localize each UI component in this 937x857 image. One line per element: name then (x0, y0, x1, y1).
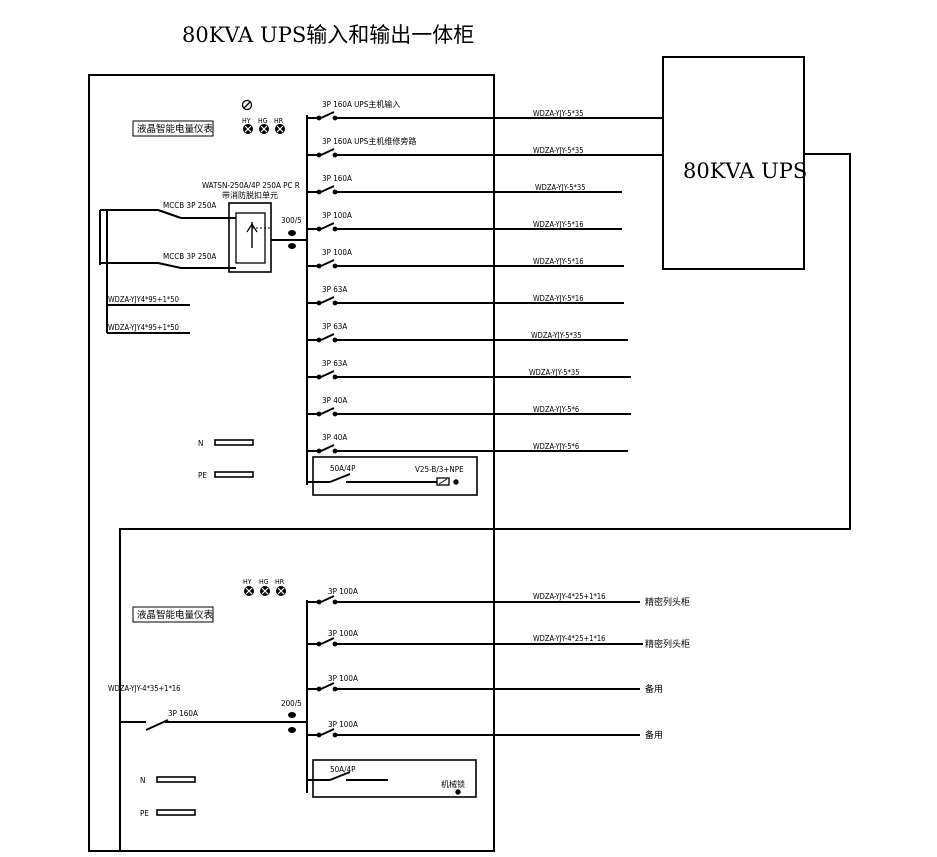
bottom-spd (307, 759, 477, 798)
bottom-ct (288, 712, 296, 733)
bottom-meter: 液晶智能电量仪表 (132, 606, 214, 623)
input-cable-2-label: WDZA-YJY4*95+1*50 (108, 323, 179, 332)
top-circuit-6: 3P 63A WDZA-YJY-5*16 (307, 285, 624, 306)
bottom-circuit-breaker-label: 3P 100A (328, 587, 358, 596)
top-lamp-hg: HG (258, 117, 268, 125)
bottom-lamp-hg: HG (259, 578, 269, 586)
top-circuit-breaker-label: 3P 100A (322, 211, 352, 220)
bottom-lamp-hy: HY (243, 578, 252, 586)
top-circuit-breaker-label: 3P 63A (322, 359, 347, 368)
top-circuit-cable-label: WDZA-YJY-5*6 (533, 442, 579, 451)
ats-label: WATSN-250A/4P 250A PC R (202, 181, 300, 190)
top-meter-label: 液晶智能电量仪表 (137, 123, 214, 135)
top-spd-label: V25-B/3+NPE (415, 465, 464, 474)
top-ct (288, 230, 296, 249)
top-circuit-breaker-label: 3P 40A (322, 433, 347, 442)
bottom-circuit-breaker-label: 3P 100A (328, 720, 358, 729)
top-circuit-breaker-label: 3P 63A (322, 322, 347, 331)
bottom-meter-label: 液晶智能电量仪表 (137, 609, 214, 621)
top-n-label: N (198, 439, 203, 448)
bottom-circuit-1: 3P 100A WDZA-YJY-4*25+1*16 精密列头柜 (307, 587, 690, 608)
top-circuit-breaker-label: 3P 63A (322, 285, 347, 294)
top-circuit-cable-label: WDZA-YJY-5*35 (531, 331, 582, 340)
top-circuit-10: 3P 40A WDZA-YJY-5*6 (307, 433, 628, 454)
top-circuit-cable-label: WDZA-YJY-5*35 (529, 368, 580, 377)
top-circuit-1: 3P 160A UPS主机输入 WDZA-YJY-5*35 (307, 99, 663, 121)
top-circuit-cable-label: WDZA-YJY-5*16 (533, 294, 584, 303)
top-circuit-9: 3P 40A WDZA-YJY-5*6 (307, 396, 631, 417)
bottom-circuit-destination: 精密列头柜 (645, 596, 690, 608)
bottom-circuit-destination: 备用 (645, 683, 663, 695)
bottom-circuit-3: 3P 100A 备用 (307, 674, 663, 695)
mccb-2-label: MCCB 3P 250A (163, 252, 216, 261)
bottom-ct-label: 200/5 (281, 699, 302, 708)
bottom-circuit-breaker-label: 3P 100A (328, 674, 358, 683)
diagram-title: 80KVA UPS输入和输出一体柜 (182, 23, 474, 47)
top-circuit-cable-label: WDZA-YJY-5*35 (533, 146, 584, 155)
top-circuit-cable-label: WDZA-YJY-5*16 (533, 220, 584, 229)
top-circuit-3: 3P 160A WDZA-YJY-5*35 (307, 174, 622, 195)
bottom-circuit-4: 3P 100A 备用 (307, 720, 663, 741)
bottom-circuit-destination: 备用 (645, 729, 663, 741)
top-spd (307, 456, 478, 496)
top-circuit-7: 3P 63A WDZA-YJY-5*35 (307, 322, 628, 343)
bottom-circuit-2: 3P 100A WDZA-YJY-4*25+1*16 精密列头柜 (307, 629, 690, 650)
top-circuit-breaker-label: 3P 100A (322, 248, 352, 257)
top-circuit-cable-label: WDZA-YJY-5*16 (533, 257, 584, 266)
top-circuit-4: 3P 100A WDZA-YJY-5*16 (307, 211, 622, 232)
top-lamp-hr: HR (274, 117, 284, 125)
top-pe-label: PE (198, 471, 207, 480)
top-circuit-cable-label: WDZA-YJY-5*35 (535, 183, 586, 192)
bottom-lamp-hr: HR (275, 578, 285, 586)
top-spd-breaker-label: 50A/4P (330, 464, 356, 473)
bottom-pe-label: PE (140, 809, 149, 818)
bottom-circuit-cable-label: WDZA-YJY-4*25+1*16 (533, 634, 605, 643)
bottom-circuit-cable-label: WDZA-YJY-4*25+1*16 (533, 592, 605, 601)
ups-output-cable (494, 153, 851, 530)
top-lamp-hy: HY (242, 117, 251, 125)
bottom-input-cable-label: WDZA-YJY-4*35+1*16 (108, 684, 180, 693)
top-circuit-breaker-label: 3P 160A UPS主机维修旁路 (322, 136, 416, 146)
top-ct-label: 300/5 (281, 216, 302, 225)
top-circuit-breaker-label: 3P 160A (322, 174, 352, 183)
input-cable-1-label: WDZA-YJY4*95+1*50 (108, 295, 179, 304)
top-n-pe-bars (214, 439, 254, 478)
bottom-spd-label: 机械锁 (441, 779, 465, 789)
top-meter: 液晶智能电量仪表 (132, 120, 214, 137)
top-circuit-breaker-label: 3P 160A UPS主机输入 (322, 99, 400, 109)
top-circuit-breaker-label: 3P 40A (322, 396, 347, 405)
top-input-feeders (99, 209, 236, 334)
top-circuit-8: 3P 63A WDZA-YJY-5*35 (307, 359, 631, 380)
bottom-n-pe-bars (156, 776, 196, 816)
ups-label: 80KVA UPS (683, 159, 807, 183)
bottom-circuit-breaker-label: 3P 100A (328, 629, 358, 638)
top-circuit-2: 3P 160A UPS主机维修旁路 WDZA-YJY-5*35 (307, 136, 663, 158)
bottom-main-breaker-label: 3P 160A (168, 709, 198, 718)
top-circuit-cable-label: WDZA-YJY-5*35 (533, 109, 584, 118)
ats-switch (228, 202, 307, 273)
top-circuit-5: 3P 100A WDZA-YJY-5*16 (307, 248, 624, 269)
ups-box (662, 56, 805, 270)
bottom-cabinet-frame (119, 528, 494, 851)
bottom-spd-breaker-label: 50A/4P (330, 765, 356, 774)
bottom-input-feeder (120, 719, 307, 731)
bottom-circuit-destination: 精密列头柜 (645, 638, 690, 650)
top-cabinet-frame (88, 74, 495, 852)
ats-fire-unit-label: 带消防脱扣单元 (222, 190, 278, 200)
bottom-n-label: N (140, 776, 145, 785)
top-indicator-lamps: HY HG HR (241, 99, 285, 134)
mccb-1-label: MCCB 3P 250A (163, 201, 216, 210)
top-circuit-cable-label: WDZA-YJY-5*6 (533, 405, 579, 414)
bottom-indicator-lamps: HY HG HR (243, 578, 286, 596)
